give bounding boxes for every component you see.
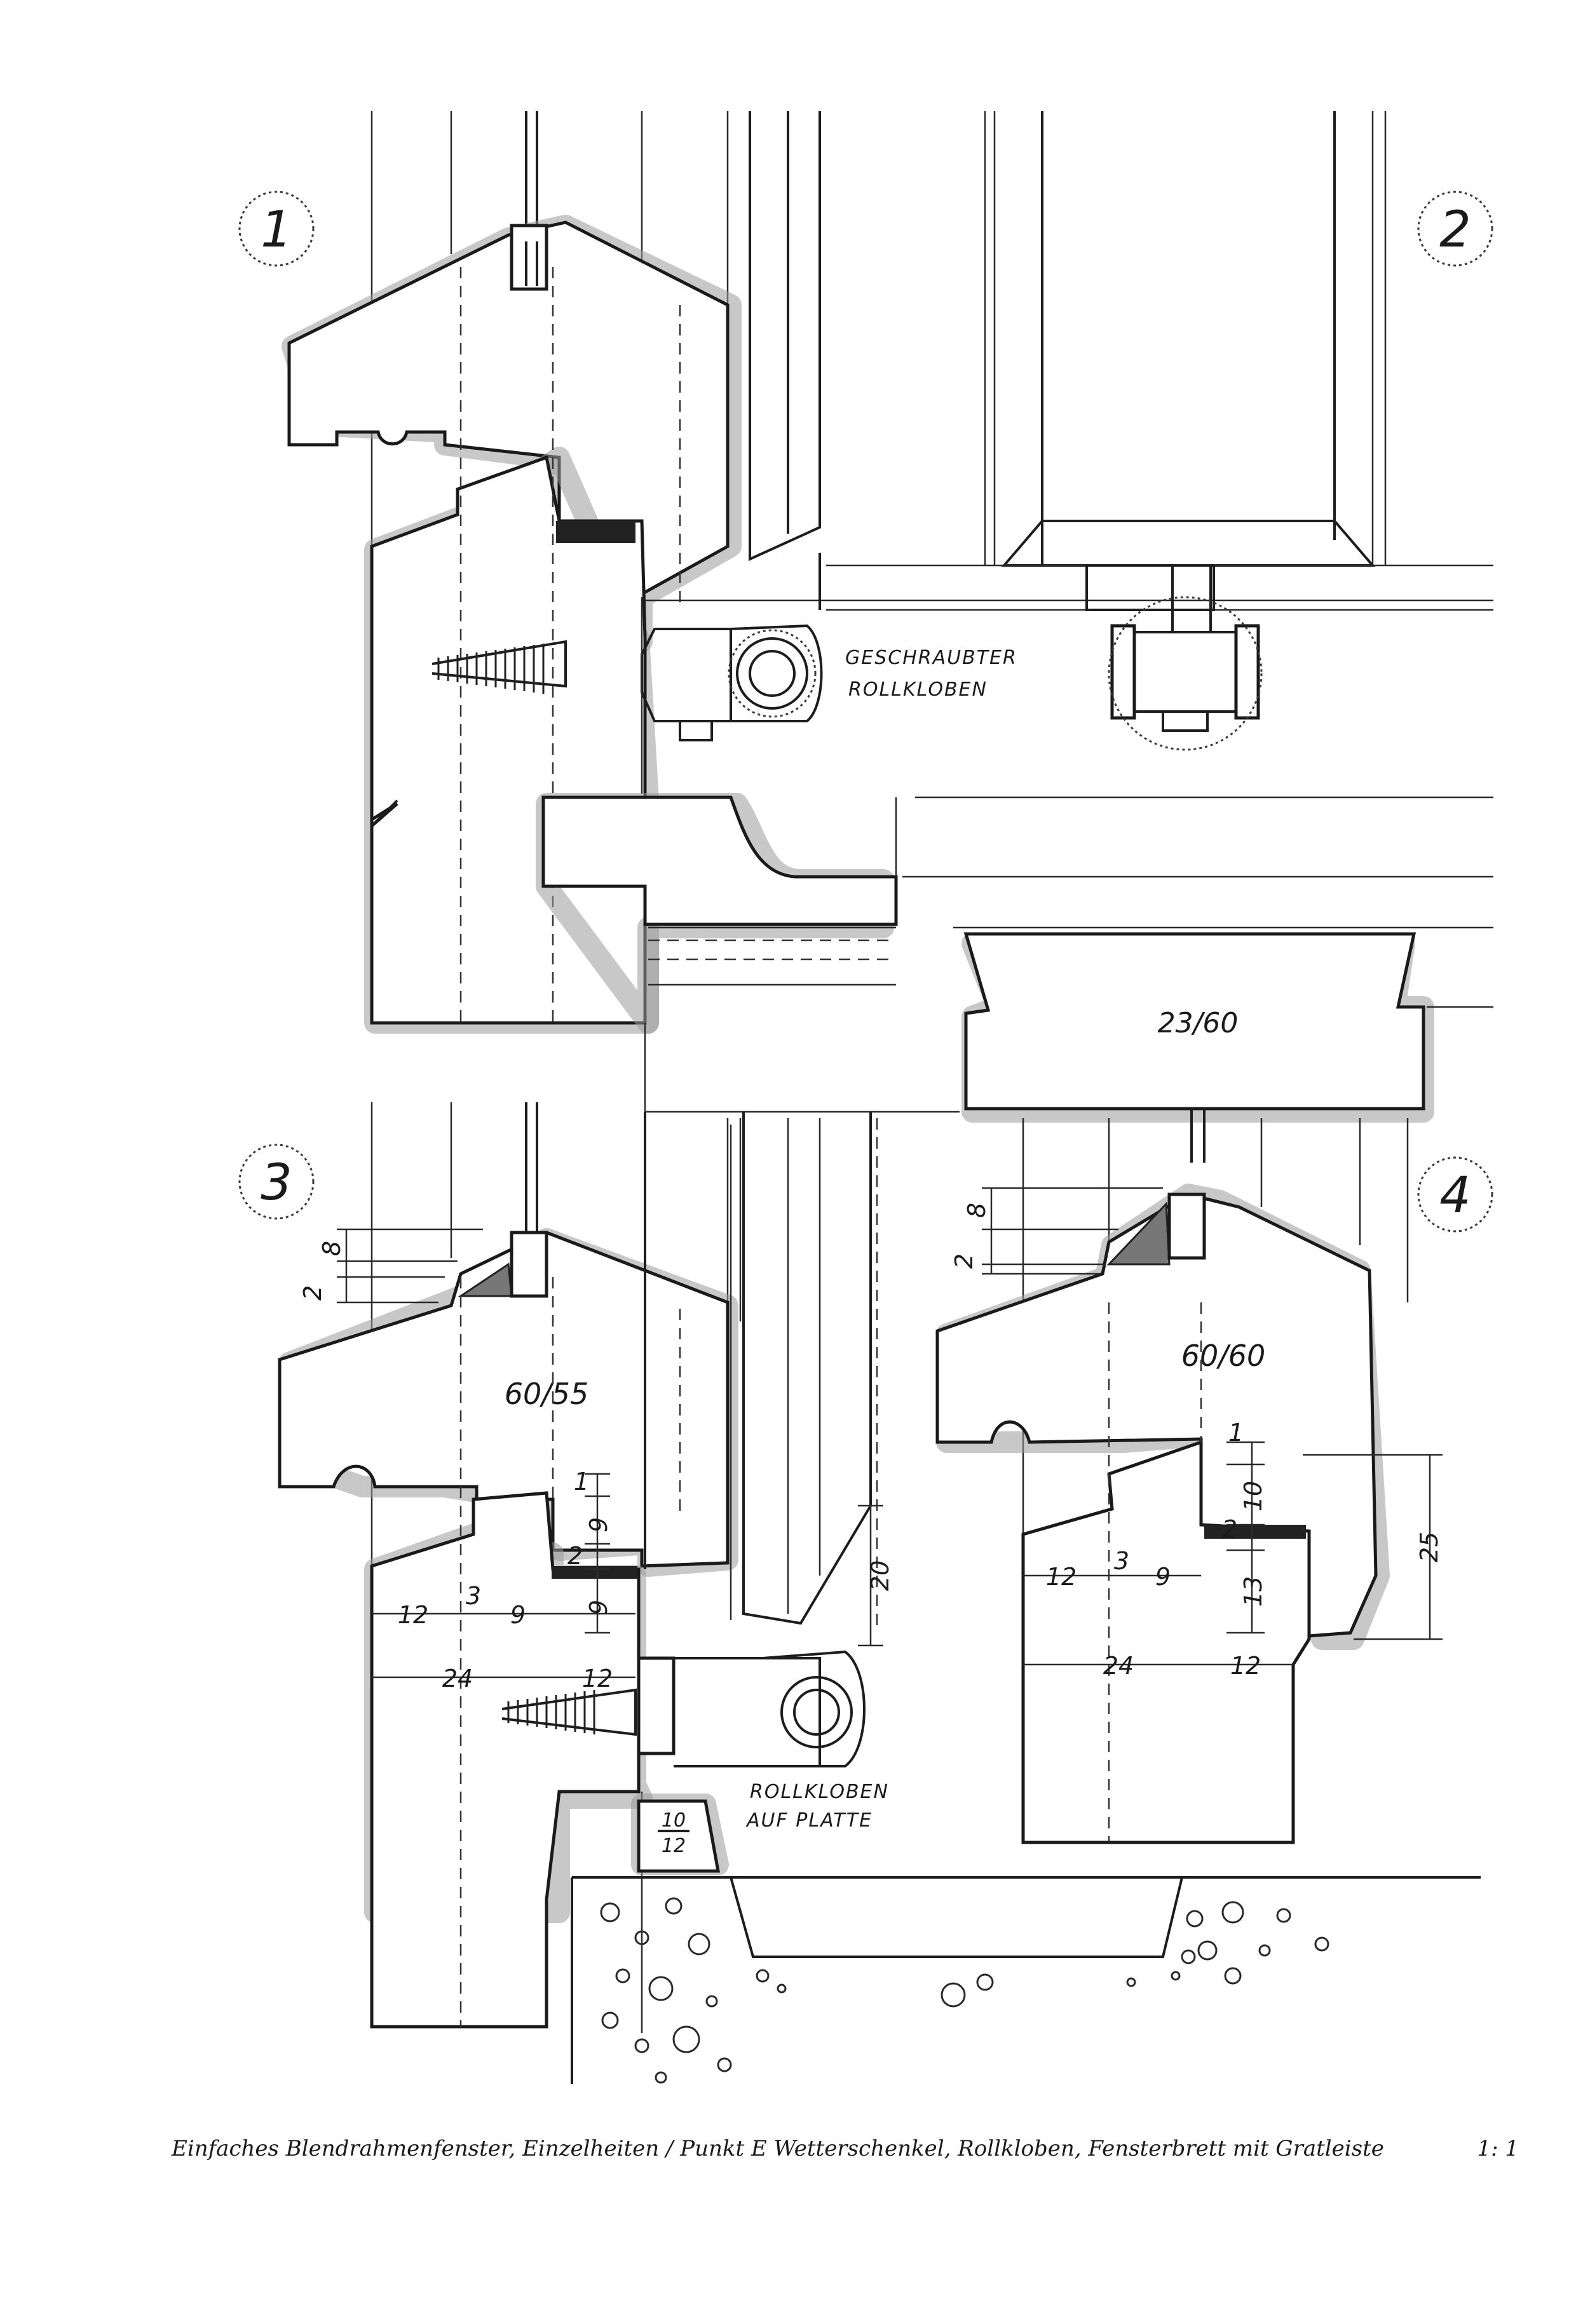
section-label-6060: 60/60 <box>1181 1339 1266 1373</box>
label-rollkloben-2: ROLLKLOBEN <box>750 1781 889 1803</box>
detail-1: 1 <box>238 111 1493 1113</box>
section-label-6055: 60/55 <box>505 1377 589 1411</box>
label-rollkloben-1: ROLLKLOBEN <box>848 679 988 701</box>
dim-4-1: 1 <box>1228 1419 1244 1447</box>
section-2360: 23/60 <box>953 926 1493 1163</box>
dim-4-2b: 2 <box>1222 1515 1237 1543</box>
window-sill <box>571 1876 1481 2084</box>
dim-4-24: 24 <box>1103 1652 1134 1680</box>
dim-3-3: 3 <box>466 1582 481 1610</box>
detail-number-1: 1 <box>261 201 292 259</box>
detail-marker-4 <box>1417 1156 1493 1233</box>
frac-top: 10 <box>662 1809 686 1832</box>
dim-4-12b: 12 <box>1230 1652 1261 1680</box>
dim-4-3: 3 <box>1114 1547 1129 1575</box>
detail-marker-3 <box>238 1144 315 1220</box>
dim-3-20: 20 <box>866 1560 894 1591</box>
concrete-fill <box>600 1897 1329 2084</box>
dim-4-8: 8 <box>963 1203 991 1218</box>
label-auf-platte: AUF PLATTE <box>745 1809 873 1832</box>
frac-bottom: 12 <box>662 1835 686 1857</box>
sill-transom-1 <box>541 795 898 926</box>
dim-3-9c: 9 <box>510 1601 526 1629</box>
dim-3-2: 2 <box>299 1285 327 1300</box>
dim-4-9: 9 <box>1155 1563 1171 1591</box>
detail-marker-1 <box>238 191 315 267</box>
section-label-2360: 23/60 <box>1158 1007 1239 1039</box>
dim-4-12a: 12 <box>1046 1563 1077 1591</box>
frame-section-4 <box>1021 1440 1311 1844</box>
detail-4: 60/60 8 2 1 10 2 13 25 12 3 9 <box>935 1118 1493 1844</box>
detail-2: 2 <box>826 111 1493 751</box>
dim-3-1: 1 <box>574 1468 589 1496</box>
frame-section-3 <box>370 1491 641 2029</box>
dim-3-24: 24 <box>442 1665 473 1692</box>
dim-3-2b: 2 <box>567 1542 583 1570</box>
dim-3-8: 8 <box>318 1241 346 1256</box>
dim-4-10: 10 <box>1239 1481 1267 1511</box>
sash-section-3 <box>278 1231 730 1568</box>
dim-4-2: 2 <box>950 1253 978 1269</box>
caption-text: Einfaches Blendrahmenfenster, Einzelheit… <box>171 2136 1384 2161</box>
dim-3-12a: 12 <box>398 1601 428 1629</box>
detail-number-2: 2 <box>1439 201 1471 259</box>
detail-marker-2 <box>1417 191 1493 267</box>
dim-3-9a: 9 <box>585 1517 613 1532</box>
label-geschraubter: GESCHRAUBTER <box>845 647 1017 669</box>
dim-4-13: 13 <box>1239 1576 1267 1607</box>
caption-scale: 1: 1 <box>1477 2136 1519 2161</box>
dim-4-25: 25 <box>1415 1532 1443 1562</box>
detail-number-3: 3 <box>261 1154 292 1212</box>
dim-3-12b: 12 <box>582 1665 613 1692</box>
detail-number-4: 4 <box>1439 1167 1471 1224</box>
detail-3: 60/55 10 <box>238 1102 894 2033</box>
dim-3-9b: 9 <box>585 1600 613 1615</box>
